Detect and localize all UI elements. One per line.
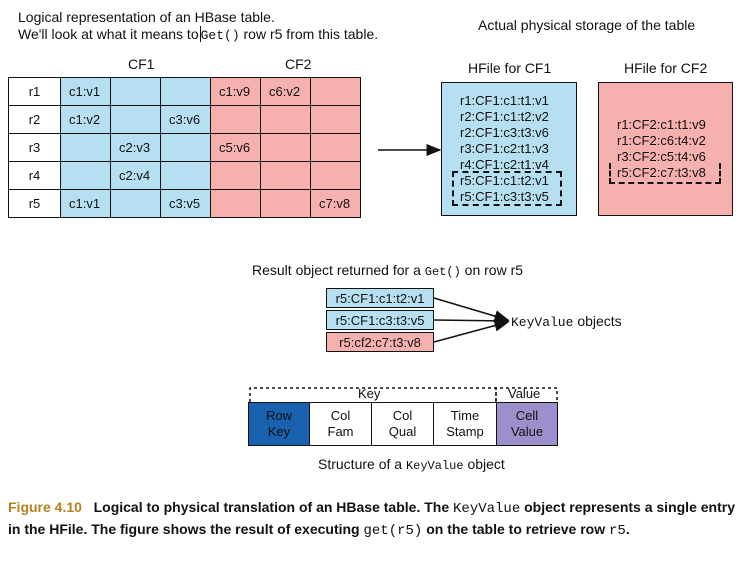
structure-caption: Structure of a KeyValue object	[318, 456, 505, 473]
hfile-cf1-entry: r5:CF1:c3:t3:v5	[460, 189, 549, 204]
row-key-cell: r1	[8, 77, 61, 106]
value-label: Value	[508, 386, 541, 401]
table-cell: c7:v8	[310, 189, 361, 218]
value-bracket	[495, 387, 558, 402]
hfile-cf1-title: HFile for CF1	[468, 60, 552, 76]
table-cell: c2:v4	[110, 161, 161, 190]
result-kv-3: r5:cf2:c7:t3:v8	[326, 332, 434, 352]
hfile-cf1-entry: r2:CF1:c1:t2:v2	[460, 109, 549, 124]
table-cell	[260, 105, 311, 134]
table-cell	[210, 189, 261, 218]
hfile-cf1-entry: r4:CF1:c2:t1:v4	[460, 157, 549, 172]
table-cell	[260, 189, 311, 218]
hfile-cf1-r5-highlight	[452, 171, 562, 206]
intro-line-1: Logical representation of an HBase table…	[18, 9, 275, 25]
hfile-cf2-entry: r1:CF2:c1:t1:v9	[617, 117, 706, 132]
hfile-cf2-entry: r1:CF2:c6:t4:v2	[617, 133, 706, 148]
hfile-cf1-entry: r5:CF1:c1:t2:v1	[460, 173, 549, 188]
table-cell	[160, 77, 211, 106]
table-cell	[310, 105, 361, 134]
table-cell	[110, 77, 161, 106]
cf1-label: CF1	[128, 56, 155, 72]
table-cell	[160, 161, 211, 190]
kv-arrow-3	[433, 319, 510, 343]
table-cell: c3:v5	[160, 189, 211, 218]
keyvalue-objects-label: KeyValue objects	[511, 313, 622, 330]
figure-number: Figure 4.10	[8, 499, 82, 515]
table-cell	[110, 189, 161, 218]
hfile-cf1-entry: r2:CF1:c3:t3:v6	[460, 125, 549, 140]
result-kv-1: r5:CF1:c1:t2:v1	[326, 288, 434, 308]
hfile-cf2-entry: r5:CF2:c7:t3:v8	[617, 165, 706, 180]
hfile-cf2-r5-highlight	[609, 163, 721, 184]
table-cell: c5:v6	[210, 133, 261, 162]
figure-caption: Figure 4.10 Logical to physical translat…	[8, 499, 735, 539]
table-cell: c3:v6	[160, 105, 211, 134]
table-cell: c1:v2	[60, 105, 111, 134]
physical-storage-title: Actual physical storage of the table	[478, 17, 696, 33]
table-cell	[160, 133, 211, 162]
row-key-cell: r3	[8, 133, 61, 162]
hfile-cf1-entry: r3:CF1:c2:t1:v3	[460, 141, 549, 156]
kv-arrow-2	[433, 314, 510, 327]
kv-arrow-1	[433, 297, 510, 322]
hfile-cf2-title: HFile for CF2	[624, 60, 708, 76]
intro-code: Get()	[200, 28, 240, 43]
table-cell: c6:v2	[260, 77, 311, 106]
table-cell	[210, 105, 261, 134]
table-cell	[60, 133, 111, 162]
cf2-label: CF2	[285, 56, 312, 72]
result-kv-2: r5:CF1:c3:t3:v5	[326, 310, 434, 330]
table-cell: c1:v1	[60, 189, 111, 218]
table-cell	[310, 133, 361, 162]
result-title: Result object returned for a Get() on ro…	[252, 262, 524, 279]
hfile-cf2-entry: r3:CF2:c5:t4:v6	[617, 149, 706, 164]
intro-text: Logical representation of an HBase table…	[18, 9, 378, 44]
table-cell	[260, 133, 311, 162]
row-key-cell: r2	[8, 105, 61, 134]
table-cell	[310, 161, 361, 190]
hfile-cf1-entry: r1:CF1:c1:t1:v1	[460, 93, 549, 108]
key-label: Key	[358, 386, 381, 401]
row-key-cell: r5	[8, 189, 61, 218]
